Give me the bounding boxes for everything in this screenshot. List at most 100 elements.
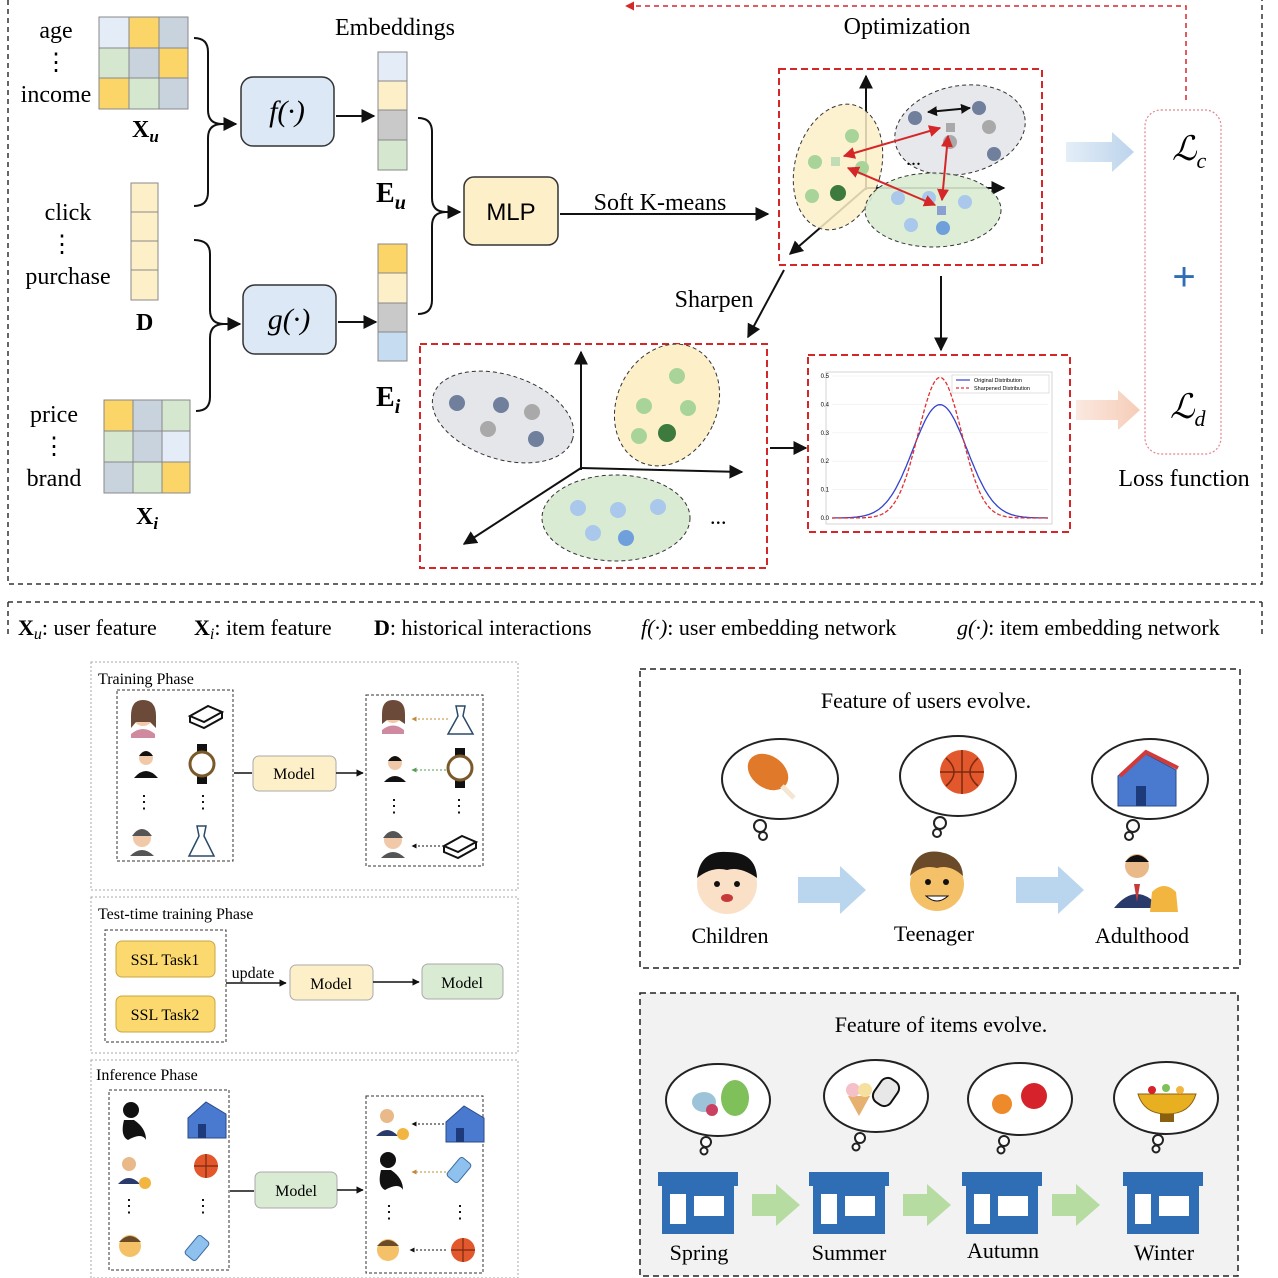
connector-eu-mlp (417, 117, 462, 219)
items-evolve-title: Feature of items evolve. (835, 1012, 1048, 1037)
businessman-icon (376, 1109, 409, 1140)
distribution-legend (951, 374, 1050, 394)
ttt-model-label: Model (310, 976, 352, 993)
ssl-task2-label: SSL Task2 (131, 1007, 200, 1024)
optimization-feedback-arrow (625, 1, 1187, 100)
stage-arrow (1052, 1184, 1100, 1226)
soft-kmeans-label: Soft K-means (594, 190, 727, 216)
season-label: Summer (812, 1240, 887, 1265)
vertical-dots: ⋮ (194, 1196, 212, 1216)
stage-label: Adulthood (1095, 923, 1189, 948)
ttt-phase-title: Test-time training Phase (98, 906, 253, 923)
original-distribution-line (832, 404, 1048, 519)
ttt-phase-panel: Test-time training Phase SSL Task1 SSL T… (90, 896, 519, 1054)
watch-icon (446, 748, 474, 788)
businessman-icon (1114, 854, 1178, 912)
item-feature-matrix (103, 399, 191, 494)
inference-model-label: Model (275, 1183, 317, 1200)
users-evolve-panel: Feature of users evolve. (639, 668, 1241, 969)
teen-face-icon (119, 1235, 141, 1257)
vegetables-icon (692, 1080, 749, 1116)
stage-arrow (798, 866, 866, 914)
loss-function-label: Loss function (1118, 466, 1249, 492)
season-label: Spring (670, 1240, 729, 1265)
book-icon (187, 704, 225, 730)
vertical-dots: ⋮ (44, 50, 68, 76)
loss-c: ℒc (1172, 131, 1207, 173)
interaction-top-label: click (45, 200, 92, 226)
chicken-leg-icon (747, 753, 796, 800)
basketball-icon (940, 750, 984, 794)
sharpened-distribution-line (832, 376, 1048, 519)
ttt-updated-model-label: Model (441, 975, 483, 992)
vertical-dots: ⋮ (451, 1202, 469, 1222)
thought-bubble (967, 1062, 1073, 1155)
training-phase-title: Training Phase (98, 671, 194, 688)
vertical-dots: ⋮ (50, 232, 74, 258)
connector-xu-f (193, 37, 238, 131)
boy-avatar-icon (130, 829, 154, 856)
child-face-icon (697, 851, 757, 914)
season-label: Winter (1134, 1240, 1195, 1265)
interaction-bottom-label: purchase (25, 264, 110, 290)
top-panel-border (7, 0, 1263, 585)
woman-avatar-icon (131, 700, 156, 738)
arrow-to-loss-c (1066, 132, 1134, 172)
dress-icon (446, 705, 475, 735)
shop-icon (809, 1172, 889, 1234)
businessman-icon (118, 1157, 151, 1189)
mlp-label: MLP (486, 199, 535, 226)
legend-sharpened: Sharpened Distribution (974, 386, 1030, 392)
loss-plus: + (1172, 255, 1195, 299)
item-feature-bottom-label: brand (27, 466, 82, 492)
sharpened-cluster-plot: ... (431, 343, 744, 562)
loss-d: ℒd (1170, 389, 1207, 431)
ssl-task1-box (115, 940, 216, 978)
arrow-sharpen (747, 269, 785, 339)
basketball-icon (194, 1154, 218, 1178)
vertical-dots: ⋮ (194, 792, 212, 812)
legend-g: g(·): item embedding network (957, 615, 1220, 640)
arrow-to-loss-d (1076, 390, 1140, 430)
y-tick-label: 0.0 (821, 516, 830, 522)
book-icon (441, 834, 479, 860)
y-tick-label: 0.2 (821, 459, 830, 465)
cluster-ellipsis: ... (906, 148, 921, 170)
pregnant-woman-icon (379, 1152, 403, 1190)
teenager-face-icon (910, 851, 964, 911)
item-feature-top-label: price (30, 402, 78, 428)
y-tick-label: 0.3 (821, 431, 830, 437)
fruit-icon (992, 1083, 1047, 1114)
ei-label: Ei (376, 382, 401, 418)
man-avatar-icon (134, 751, 158, 778)
sharp-cluster-green (541, 474, 691, 562)
users-evolve-title: Feature of users evolve. (821, 688, 1031, 713)
sharp-cluster-ellipsis: ... (710, 504, 727, 529)
cluster-plot: ... (788, 74, 1026, 255)
distribution-plot: 0.00.10.20.30.40.5 Original Distribution… (821, 371, 1053, 525)
mlp-box (463, 176, 559, 246)
item-embedding-vector (377, 243, 408, 362)
vertical-dots: ⋮ (380, 1202, 398, 1222)
inference-phase-title: Inference Phase (96, 1067, 198, 1084)
stage-label: Teenager (894, 921, 975, 946)
season-label: Autumn (967, 1238, 1039, 1263)
basketball-icon (451, 1238, 475, 1262)
xu-label: Xu (132, 117, 159, 146)
teen-face-icon (377, 1239, 399, 1261)
watch-icon (188, 744, 216, 784)
stage-label: Children (692, 923, 769, 948)
man-avatar-icon (384, 756, 406, 782)
xi-label: Xi (136, 504, 158, 533)
update-label: update (232, 965, 275, 982)
connector-xi-g (195, 323, 225, 412)
sharpen-label: Sharpen (675, 287, 754, 313)
f-network-box (240, 76, 335, 147)
legend-xu: Xu: user feature (18, 615, 157, 643)
thought-bubble (665, 1063, 771, 1156)
top-panel: age ⋮ income Xu click ⋮ purchase D price (7, 0, 1263, 585)
optimization-label: Optimization (844, 14, 971, 40)
house-icon (1117, 749, 1179, 807)
stage-arrow (903, 1184, 951, 1226)
ssl-task1-label: SSL Task1 (131, 952, 200, 969)
